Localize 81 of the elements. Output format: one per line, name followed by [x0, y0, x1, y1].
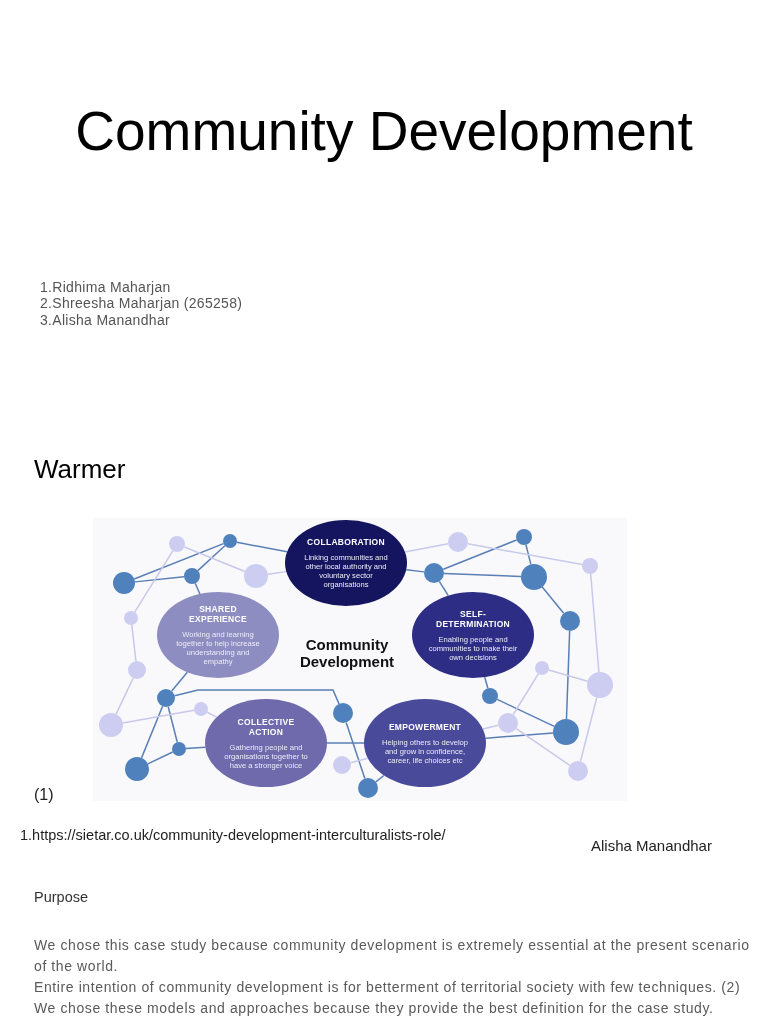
connector-line — [443, 572, 522, 578]
connector-line — [267, 570, 287, 576]
connector-line — [482, 724, 500, 730]
connector-line — [133, 550, 174, 613]
network-dot — [99, 713, 123, 737]
connector-line — [525, 544, 532, 566]
connector-line — [140, 705, 164, 759]
author-name: 1.Ridhima Maharjan — [40, 279, 171, 295]
network-dot — [535, 661, 549, 675]
node-title: COLLECTIVE ACTION — [236, 716, 296, 737]
connector-line — [236, 541, 288, 553]
node-title: COLLABORATION — [307, 537, 385, 547]
connector-line — [115, 677, 134, 715]
citation-marker: (1) — [34, 786, 54, 804]
diagram-center-label: Community Development — [298, 636, 396, 670]
network-dot — [516, 529, 532, 545]
connector-line — [405, 569, 425, 573]
body-paragraph: We chose this case study because community development is extremely essential at the present scenario of the world. — [34, 936, 751, 976]
connector-line — [133, 542, 225, 580]
network-dot — [244, 564, 268, 588]
connector-line — [185, 746, 207, 750]
connector-line — [197, 545, 226, 572]
author-name: Alisha Manandhar — [591, 837, 712, 854]
connector-line — [547, 669, 589, 683]
network-dot — [223, 534, 237, 548]
network-dot — [124, 611, 138, 625]
connector-line — [147, 751, 174, 765]
node-title: SELF-DETERMINATION — [434, 608, 512, 629]
connector-line — [515, 727, 571, 767]
network-dot — [113, 572, 135, 594]
network-dot — [424, 563, 444, 583]
node-title: SHARED EXPERIENCE — [188, 604, 248, 624]
connector-line — [438, 580, 449, 597]
connector-line — [565, 630, 571, 720]
network-dot — [157, 689, 175, 707]
connector-line — [467, 543, 583, 566]
connector-line — [442, 539, 518, 571]
connector-line — [404, 543, 449, 553]
connector-line — [131, 624, 137, 662]
network-dot — [560, 611, 580, 631]
body-paragraph: Entire intention of community development is for betterment of territorial society with few techniques. (2) — [34, 978, 742, 997]
connector-line — [326, 742, 365, 744]
network-dot — [194, 702, 208, 716]
connector-line — [167, 705, 178, 743]
network-dot — [172, 742, 186, 756]
section-heading: Purpose — [34, 889, 88, 906]
network-dot — [169, 536, 185, 552]
connector-line — [345, 721, 366, 780]
network-dot — [482, 688, 498, 704]
connector-line — [589, 573, 600, 673]
section-heading: Warmer — [34, 454, 126, 484]
connector-line — [171, 671, 189, 692]
connector-line — [541, 586, 565, 614]
connector-line — [134, 576, 185, 583]
network-dot — [568, 761, 588, 781]
network-dot — [587, 672, 613, 698]
network-dot — [125, 757, 149, 781]
connector-line — [484, 732, 554, 739]
connector-line — [174, 689, 340, 705]
network-dot — [582, 558, 598, 574]
connector-line — [122, 709, 195, 724]
network-dot — [553, 719, 579, 745]
network-dot — [333, 703, 353, 723]
connector-line — [349, 757, 369, 764]
network-dot — [333, 756, 351, 774]
connector-line — [496, 698, 555, 728]
network-dot — [521, 564, 547, 590]
connector-line — [579, 696, 598, 763]
author-name: 3.Alisha Manandhar — [40, 312, 170, 328]
reference-url: 1.https://sietar.co.uk/community-development-interculturalists-role/ — [20, 827, 446, 844]
node-title: EMPOWERMENT — [388, 721, 462, 732]
connector-line — [512, 673, 540, 716]
network-dot — [448, 532, 468, 552]
body-paragraph: We chose these models and approaches because they provide the best definition for the case study. — [34, 999, 715, 1018]
page-title: Community Development — [74, 99, 694, 163]
network-dot — [498, 713, 518, 733]
author-name: 2.Shreesha Maharjan (265258) — [40, 295, 243, 311]
network-dot — [358, 778, 378, 798]
network-dot — [128, 661, 146, 679]
network-dot — [184, 568, 200, 584]
connector-line — [183, 546, 246, 573]
